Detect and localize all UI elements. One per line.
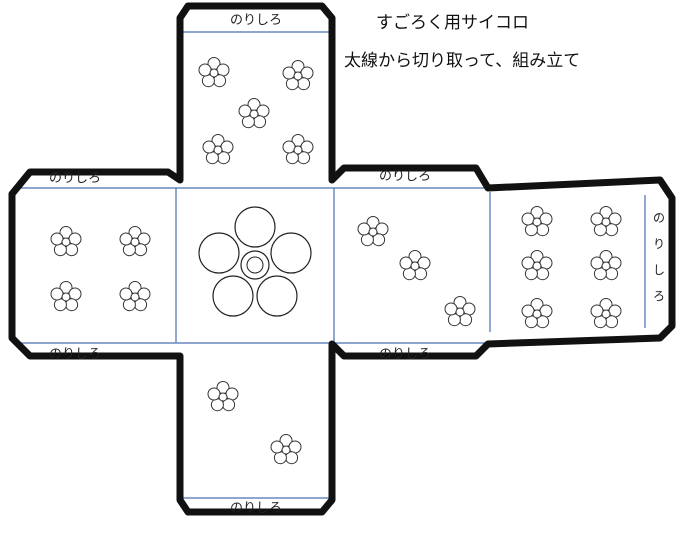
svg-text:し: し [653,263,665,277]
svg-text:ろ: ろ [653,289,665,303]
cut-instruction: 太線から切り取って、組み立て [344,51,581,71]
sheet-title: すごろく用サイコロ [376,13,529,33]
cut-outline [8,2,676,516]
glue-tab-bottom: のりしろ [230,501,282,516]
glue-tab-top: のりしろ [230,13,282,28]
face-left [50,226,151,312]
glue-tab-left-top: のりしろ [49,171,101,186]
face-far-right [521,206,622,329]
face-top [198,57,314,165]
face-right [357,216,476,327]
glue-tab-vertical: の り し ろ [653,211,665,303]
svg-text:り: り [653,237,665,251]
face-center [198,206,312,317]
glue-tab-right-bottom: のりしろ [379,347,431,362]
glue-tab-right-top: のりしろ [379,169,431,184]
fold-lines [20,31,646,499]
glue-tab-left-bottom: のりしろ [49,347,101,362]
face-bottom [207,381,302,465]
svg-text:の: の [653,211,665,225]
glue-tab-labels: のりしろ のりしろ のりしろ のりしろ のりしろ のりしろ [49,13,431,516]
